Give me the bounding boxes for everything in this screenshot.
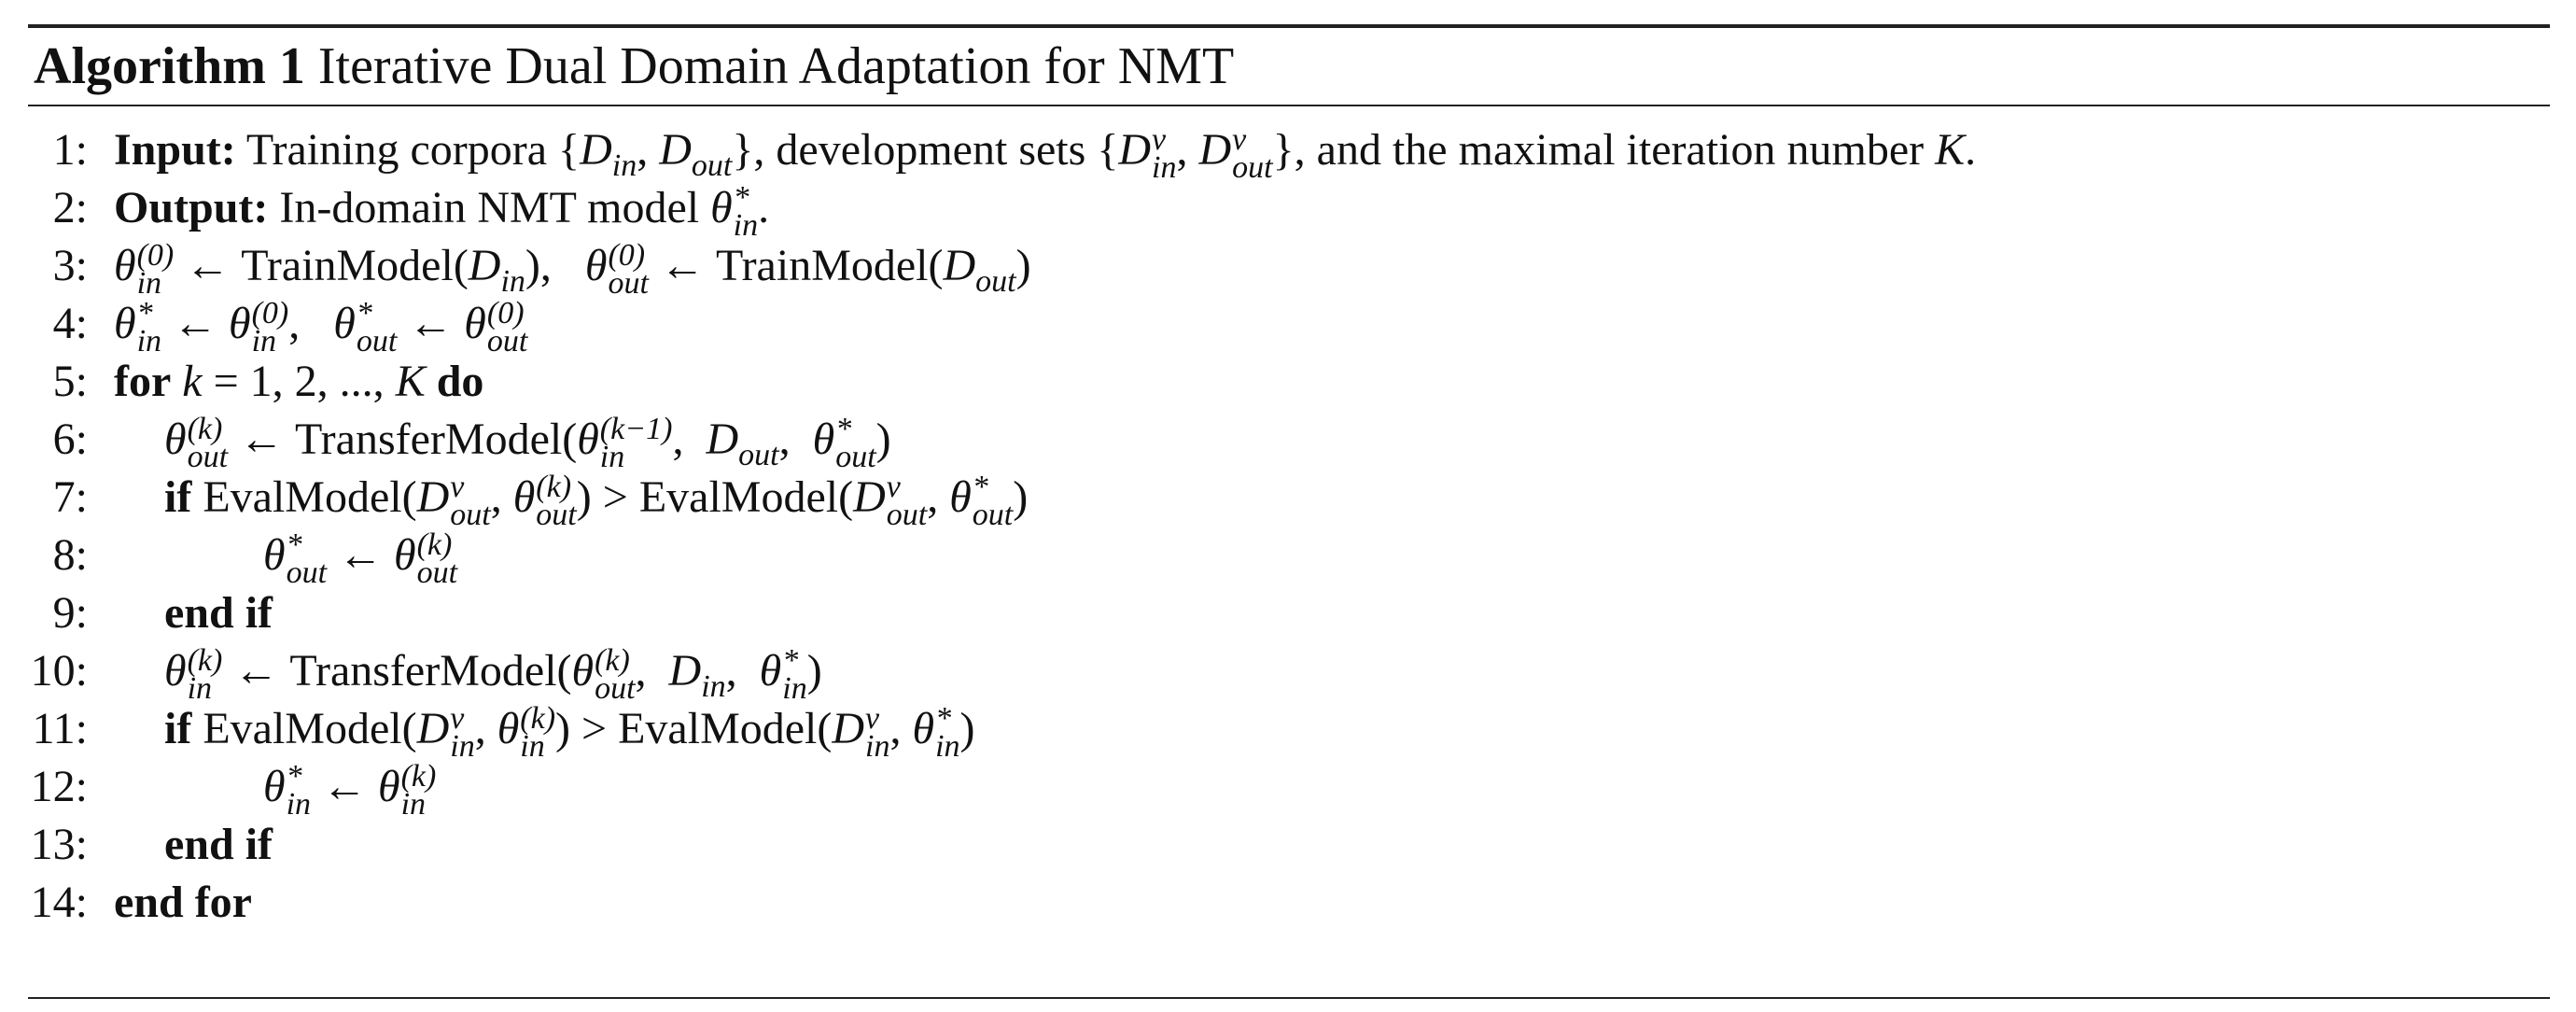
line-body: Input: Training corpora {Din, Dout}, dev… bbox=[114, 121, 1977, 185]
algorithm-line: 5: for k = 1, 2, ..., K do bbox=[28, 353, 2550, 411]
algorithm-line: 6: θ(k)out ← TransferModel(θ(k−1)in, Dou… bbox=[28, 411, 2550, 474]
line-body: θ*in ← θ(0)in, θ*out ← θ(0)out bbox=[114, 295, 528, 358]
line-number: 5: bbox=[52, 357, 88, 406]
caption-rule bbox=[28, 105, 2550, 106]
line-number: 2: bbox=[52, 183, 88, 232]
line-number: 9: bbox=[52, 588, 88, 638]
bottom-rule bbox=[28, 997, 2550, 999]
function-train-model: TrainModel bbox=[241, 241, 454, 290]
algorithm-line: 4: θ*in ← θ(0)in, θ*out ← θ(0)out bbox=[28, 295, 2550, 358]
line-number: 10: bbox=[30, 646, 88, 696]
line-number: 11: bbox=[32, 704, 88, 753]
algorithm-caption: Algorithm 1 Iterative Dual Domain Adapta… bbox=[34, 34, 1234, 99]
algorithm-line: 1: Input: Training corpora {Din, Dout}, … bbox=[28, 121, 2550, 185]
algorithm-line: 12: θ*in ← θ(k)in bbox=[28, 758, 2550, 822]
keyword-for: for bbox=[114, 357, 172, 406]
algorithm-line: 9: end if bbox=[28, 584, 2550, 642]
line-number: 4: bbox=[52, 299, 88, 348]
keyword-input: Input: bbox=[114, 125, 236, 175]
keyword-if: if bbox=[164, 472, 192, 522]
algorithm-label: Algorithm 1 bbox=[34, 37, 305, 95]
algorithm-line: 14: end for bbox=[28, 874, 2550, 932]
keyword-end-if: end if bbox=[164, 588, 273, 638]
algorithm-title: Iterative Dual Domain Adaptation for NMT bbox=[317, 37, 1235, 95]
algorithm-line: 13: end if bbox=[28, 816, 2550, 874]
keyword-if: if bbox=[164, 704, 192, 753]
line-number: 1: bbox=[52, 125, 88, 175]
phrase-in-domain-model: In-domain NMT model bbox=[279, 183, 700, 232]
line-number: 7: bbox=[52, 472, 88, 522]
line-number: 13: bbox=[30, 820, 88, 869]
line-body: θ(0)in ← TrainModel(Din), θ(0)out ← Trai… bbox=[114, 237, 1031, 301]
top-rule bbox=[28, 24, 2550, 28]
line-body: θ(k)in ← TransferModel(θ(k)out, Din, θ*i… bbox=[164, 642, 822, 706]
line-number: 6: bbox=[52, 415, 88, 464]
line-body: θ*in ← θ(k)in bbox=[263, 758, 437, 822]
line-number: 14: bbox=[30, 878, 88, 927]
keyword-do: do bbox=[436, 357, 484, 406]
function-transfer-model: TransferModel bbox=[295, 415, 563, 464]
algorithm-line: 3: θ(0)in ← TrainModel(Din), θ(0)out ← T… bbox=[28, 237, 2550, 301]
function-train-model: TrainModel bbox=[715, 241, 929, 290]
function-eval-model: EvalModel bbox=[203, 704, 402, 753]
keyword-end-if: end if bbox=[164, 820, 273, 869]
algorithm-lines: 1: Input: Training corpora {Din, Dout}, … bbox=[28, 121, 2550, 932]
function-eval-model: EvalModel bbox=[203, 472, 402, 522]
line-body: θ*out ← θ(k)out bbox=[263, 527, 458, 590]
keyword-output: Output: bbox=[114, 183, 269, 232]
line-body: θ(k)out ← TransferModel(θ(k−1)in, Dout, … bbox=[164, 411, 891, 474]
algorithm-line: 2: Output: In-domain NMT model θ*in. bbox=[28, 179, 2550, 243]
phrase-development-sets: , development sets bbox=[753, 125, 1086, 175]
algorithm-line: 8: θ*out ← θ(k)out bbox=[28, 527, 2550, 590]
algorithm-line: 10: θ(k)in ← TransferModel(θ(k)out, Din,… bbox=[28, 642, 2550, 706]
keyword-end-for: end for bbox=[114, 878, 252, 927]
line-number: 12: bbox=[30, 762, 88, 811]
function-eval-model: EvalModel bbox=[618, 704, 818, 753]
phrase-loop-range: = 1, 2, ..., bbox=[213, 357, 396, 406]
line-body: Output: In-domain NMT model θ*in. bbox=[114, 179, 770, 243]
function-transfer-model: TransferModel bbox=[289, 646, 557, 696]
line-body: for k = 1, 2, ..., K do bbox=[114, 357, 484, 406]
phrase-training-corpora: Training corpora bbox=[245, 125, 548, 175]
line-number: 8: bbox=[52, 530, 88, 580]
phrase-maximal-iteration: , and the maximal iteration number bbox=[1294, 125, 1925, 175]
line-number: 3: bbox=[52, 241, 88, 290]
algorithm-block: Algorithm 1 Iterative Dual Domain Adapta… bbox=[28, 24, 2550, 1001]
function-eval-model: EvalModel bbox=[638, 472, 839, 522]
